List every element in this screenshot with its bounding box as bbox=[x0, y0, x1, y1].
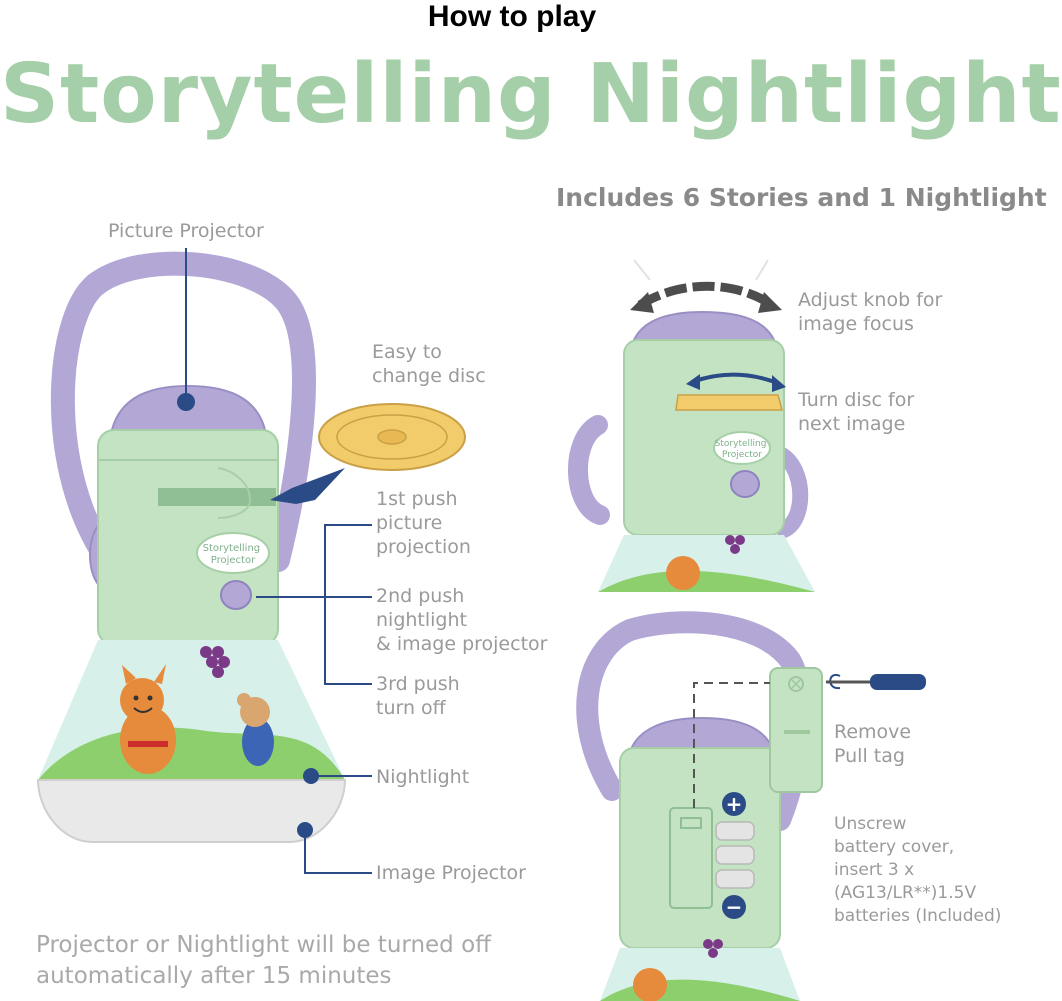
label-remove-pull-tag: Remove Pull tag bbox=[834, 721, 912, 767]
label-easy-change-disc: Easy to change disc bbox=[372, 341, 486, 387]
turn-disc-arrow bbox=[691, 372, 781, 386]
product-title: Storytelling Nightlight bbox=[0, 47, 1062, 142]
disc-edge bbox=[675, 394, 783, 411]
auto-off-notice: Projector or Nightlight will be turned o… bbox=[36, 932, 492, 989]
focus-lantern: Storytelling Projector bbox=[568, 259, 815, 592]
battery-plus-sign: + bbox=[726, 792, 743, 816]
main-lantern: Storytelling Projector bbox=[36, 251, 347, 843]
lantern-cap bbox=[108, 384, 269, 441]
battery-minus-badge bbox=[722, 895, 746, 919]
focus-arrow bbox=[637, 281, 775, 309]
battery-cells bbox=[715, 821, 755, 889]
power-button[interactable] bbox=[220, 580, 252, 610]
battery-lantern: + − bbox=[576, 611, 926, 1001]
illustration: Storytelling Projector bbox=[36, 248, 926, 1001]
leader-lines-left bbox=[185, 248, 372, 874]
product-subtitle: Includes 6 Stories and 1 Nightlight bbox=[556, 183, 1047, 212]
svg-text:Storytelling Projector: Storytelling Projector bbox=[715, 439, 770, 460]
device-logo-bubble bbox=[196, 532, 270, 574]
screwdriver-icon bbox=[826, 673, 926, 690]
lantern-base-rim bbox=[36, 779, 347, 843]
label-picture-projector: Picture Projector bbox=[108, 220, 264, 242]
label-second-push: 2nd push nightlight & image projector bbox=[376, 585, 548, 655]
label-nightlight: Nightlight bbox=[376, 766, 470, 788]
label-adjust-knob: Adjust knob for image focus bbox=[798, 289, 943, 335]
insert-disc-arrow bbox=[270, 468, 345, 504]
label-turn-disc: Turn disc for next image bbox=[798, 389, 915, 435]
label-first-push: 1st push picture projection bbox=[376, 488, 471, 558]
battery-minus-sign: − bbox=[726, 895, 743, 919]
cap-knob bbox=[177, 393, 195, 411]
battery-compartment bbox=[669, 807, 713, 909]
label-image-projector: Image Projector bbox=[376, 862, 526, 884]
disc-slot bbox=[158, 488, 276, 506]
fox-character bbox=[120, 664, 176, 774]
page-header: How to play bbox=[427, 0, 597, 33]
label-battery-instructions: Unscrew battery cover, insert 3 x (AG13/… bbox=[834, 814, 1002, 926]
battery-plus-badge bbox=[722, 792, 746, 816]
label-third-push: 3rd push turn off bbox=[376, 673, 460, 719]
story-disc bbox=[318, 403, 466, 471]
mouse-character bbox=[237, 693, 274, 766]
device-logo-text: Storytelling Projector bbox=[203, 543, 264, 566]
grapes bbox=[200, 646, 230, 678]
